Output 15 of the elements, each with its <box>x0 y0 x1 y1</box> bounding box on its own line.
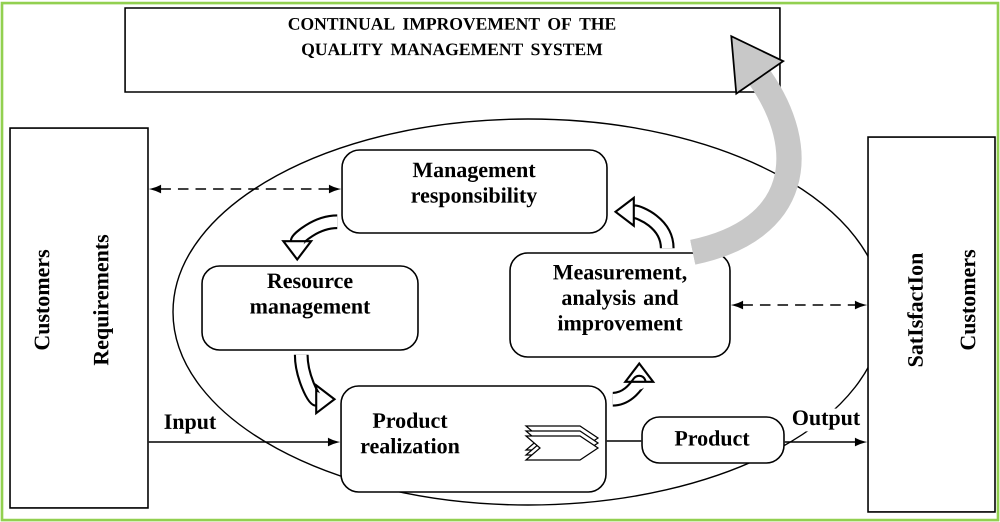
arrow <box>148 438 338 446</box>
side-box: Customers Requirements <box>9 127 149 509</box>
dashed-double-arrow <box>733 301 865 309</box>
dashed-double-arrow <box>151 185 339 193</box>
process-box: Management responsibility <box>341 149 608 234</box>
edge-label: Output <box>790 408 862 432</box>
title-box: CONTINUAL IMPROVEMENT OF THE QUALITY MANAGEMENT SYSTEM <box>124 7 781 93</box>
process-box: Measurement, analysis and improvement <box>509 252 731 358</box>
edge-label: Input <box>162 412 218 436</box>
arrow <box>784 438 865 446</box>
process-box: Product realization <box>340 385 607 493</box>
side-box: SatIsfactIon Customers <box>867 136 996 513</box>
process-box: Resource management <box>201 265 419 351</box>
process-box: Product <box>641 416 785 464</box>
connector-line <box>606 440 642 442</box>
